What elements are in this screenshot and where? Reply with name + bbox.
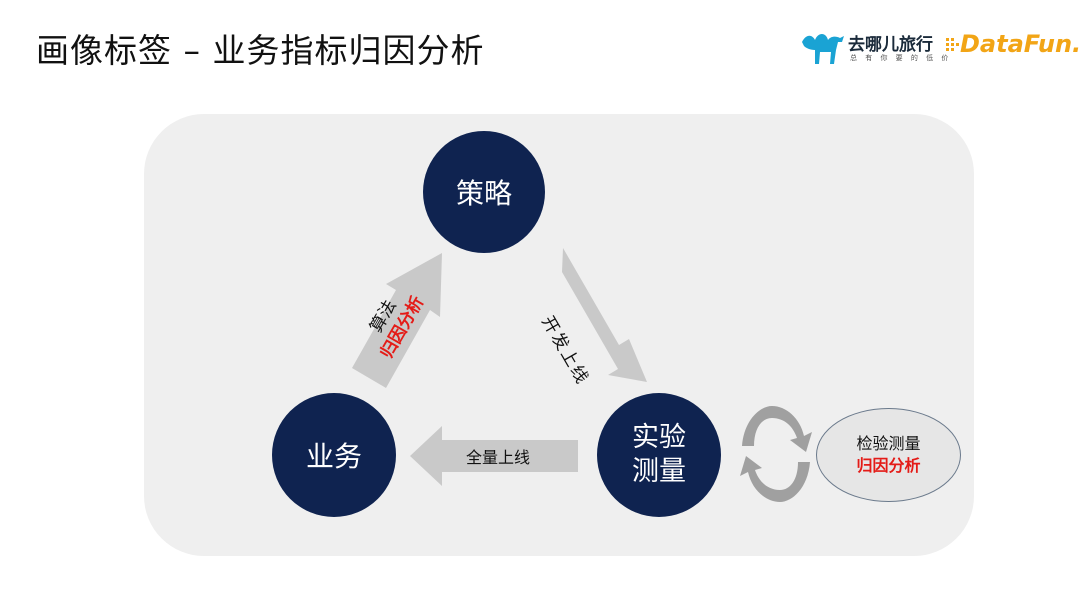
page-title: 画像标签 – 业务指标归因分析 (36, 31, 485, 70)
node-experiment-label-1: 实验 (632, 422, 686, 453)
camel-logo-icon (802, 34, 844, 64)
qunar-logo-text: 去哪儿旅行 (848, 35, 933, 55)
logo-group: 去哪儿旅行 总 有 你 要 的 低 价 DataFun. (800, 26, 1080, 70)
qunar-slogan: 总 有 你 要 的 低 价 (850, 54, 952, 62)
node-strategy: 策略 (423, 131, 545, 253)
arrow-experiment-to-business (410, 426, 578, 486)
datafun-logo-text: DataFun. (960, 30, 1080, 58)
arrow-strategy-to-experiment (562, 248, 647, 382)
cycle-arrow-top (742, 406, 812, 452)
node-business-label: 业务 (305, 440, 362, 473)
node-experiment: 实验 测量 (597, 393, 721, 517)
node-experiment-label-2: 测量 (632, 456, 686, 487)
datafun-dots-icon (946, 38, 959, 51)
arrow-label-full-launch: 全量上线 (466, 448, 531, 467)
feedback-bubble: 检验测量 归因分析 (816, 408, 961, 502)
feedback-label-line2: 归因分析 (856, 456, 921, 475)
node-strategy-label: 策略 (455, 177, 512, 210)
node-business: 业务 (272, 393, 396, 517)
feedback-label-line1: 检验测量 (856, 434, 921, 453)
arrow-business-to-strategy (352, 253, 442, 388)
cycle-arrow-bottom (740, 456, 810, 502)
